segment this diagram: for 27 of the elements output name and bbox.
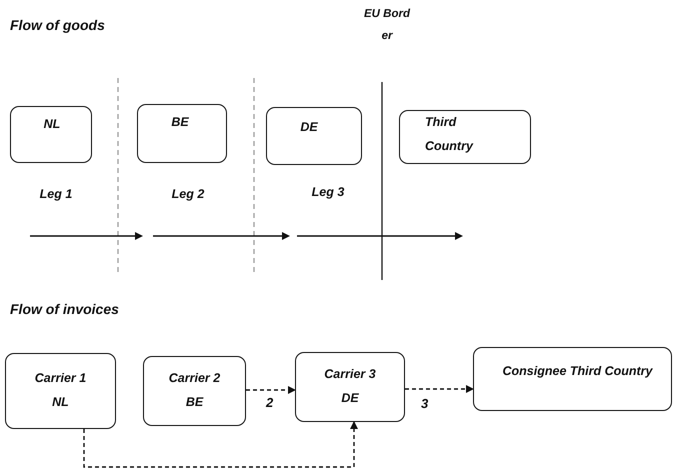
- rounded-box: [137, 104, 227, 163]
- box-label: BE: [170, 114, 190, 131]
- rounded-box: [399, 110, 531, 164]
- box-label: DE: [299, 119, 319, 136]
- arrow: [405, 385, 474, 393]
- rounded-box: [143, 356, 246, 426]
- text-label: Leg 2: [170, 186, 206, 203]
- box-label: Third Country: [425, 114, 474, 155]
- section-heading: Flow of goods: [10, 16, 106, 35]
- section-heading: Flow of invoices: [10, 300, 120, 319]
- rounded-box: [295, 352, 405, 422]
- text-label: Leg 3: [310, 184, 346, 201]
- section-heading: EU Border: [364, 7, 410, 44]
- rounded-box: [10, 106, 92, 163]
- box-label: NL: [42, 116, 62, 133]
- arrow: [83, 421, 358, 468]
- rounded-box: [266, 107, 362, 165]
- box-label: Consignee Third Country: [502, 363, 654, 380]
- arrow: [246, 386, 296, 394]
- rounded-box: [473, 347, 672, 411]
- box-label: Carrier 1 NL: [34, 370, 88, 411]
- edge-label: 3: [419, 396, 430, 411]
- edge-label: 2: [264, 395, 276, 410]
- box-label: Carrier 3 DE: [323, 366, 377, 407]
- text-label: Leg 1: [38, 186, 74, 203]
- box-label: Carrier 2 BE: [168, 370, 222, 411]
- rounded-box: [5, 353, 116, 429]
